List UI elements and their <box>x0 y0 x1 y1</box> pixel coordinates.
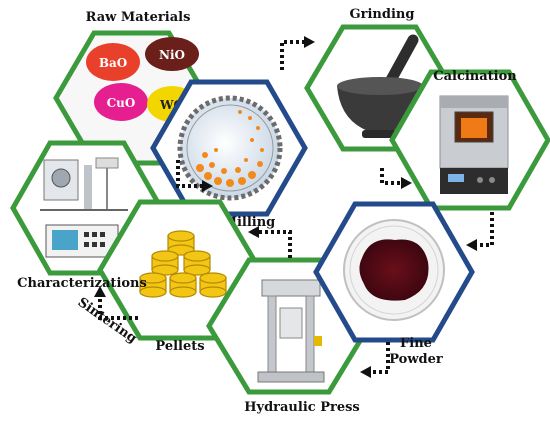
arrowhead-icon <box>202 180 213 192</box>
nio-label: NiO <box>159 48 185 62</box>
flow-arrows <box>98 40 494 374</box>
arrow-calcination-to-finepowder <box>476 212 494 247</box>
arrowhead-icon <box>304 36 315 48</box>
arrowhead-icon <box>248 226 259 238</box>
hex-calcination: Calcination <box>389 69 550 211</box>
cuo-label: CuO <box>107 96 136 110</box>
xrd-instrument-icon <box>40 157 128 211</box>
arrowhead-icon <box>94 286 106 297</box>
nio-powder: NiO <box>145 37 199 71</box>
label-hydraulic-press: Hydraulic Press <box>244 400 360 415</box>
hex-fine-powder: Fine Powder <box>313 201 475 367</box>
label-characterizations: Characterizations <box>17 276 147 291</box>
furnace-icon <box>439 95 509 194</box>
cuo-powder: CuO <box>94 83 148 121</box>
arrow-finepowder-to-press <box>370 342 390 374</box>
arrow-ballmill-to-grinding <box>280 40 305 70</box>
petri-dish-icon <box>343 219 445 321</box>
label-raw-materials: Raw Materials <box>86 10 191 25</box>
arrowhead-icon <box>401 177 412 189</box>
bao-powder: BaO <box>86 43 140 81</box>
label-fine-powder-line2: Powder <box>389 352 443 367</box>
hydraulic-press-icon <box>257 279 325 383</box>
label-grinding: Grinding <box>350 7 415 22</box>
milling-balls <box>196 110 264 187</box>
label-calcination: Calcination <box>433 69 517 84</box>
hex-ball-milling: Ball Milling <box>150 79 308 230</box>
label-fine-powder-line1: Fine <box>400 336 432 351</box>
arrow-grinding-to-calcination <box>380 168 402 185</box>
arrowheads <box>94 36 477 378</box>
arrowhead-icon <box>360 366 371 378</box>
arrow-raw-to-ballmill <box>176 160 203 188</box>
arrowhead-icon <box>466 239 477 251</box>
label-pellets: Pellets <box>155 339 204 354</box>
arrow-pellets-to-characterizations <box>98 296 138 320</box>
pellets-icon <box>139 230 227 298</box>
arrow-press-to-pellets <box>258 230 292 258</box>
impedance-analyzer-icon <box>45 224 119 258</box>
bao-label: BaO <box>99 56 127 70</box>
